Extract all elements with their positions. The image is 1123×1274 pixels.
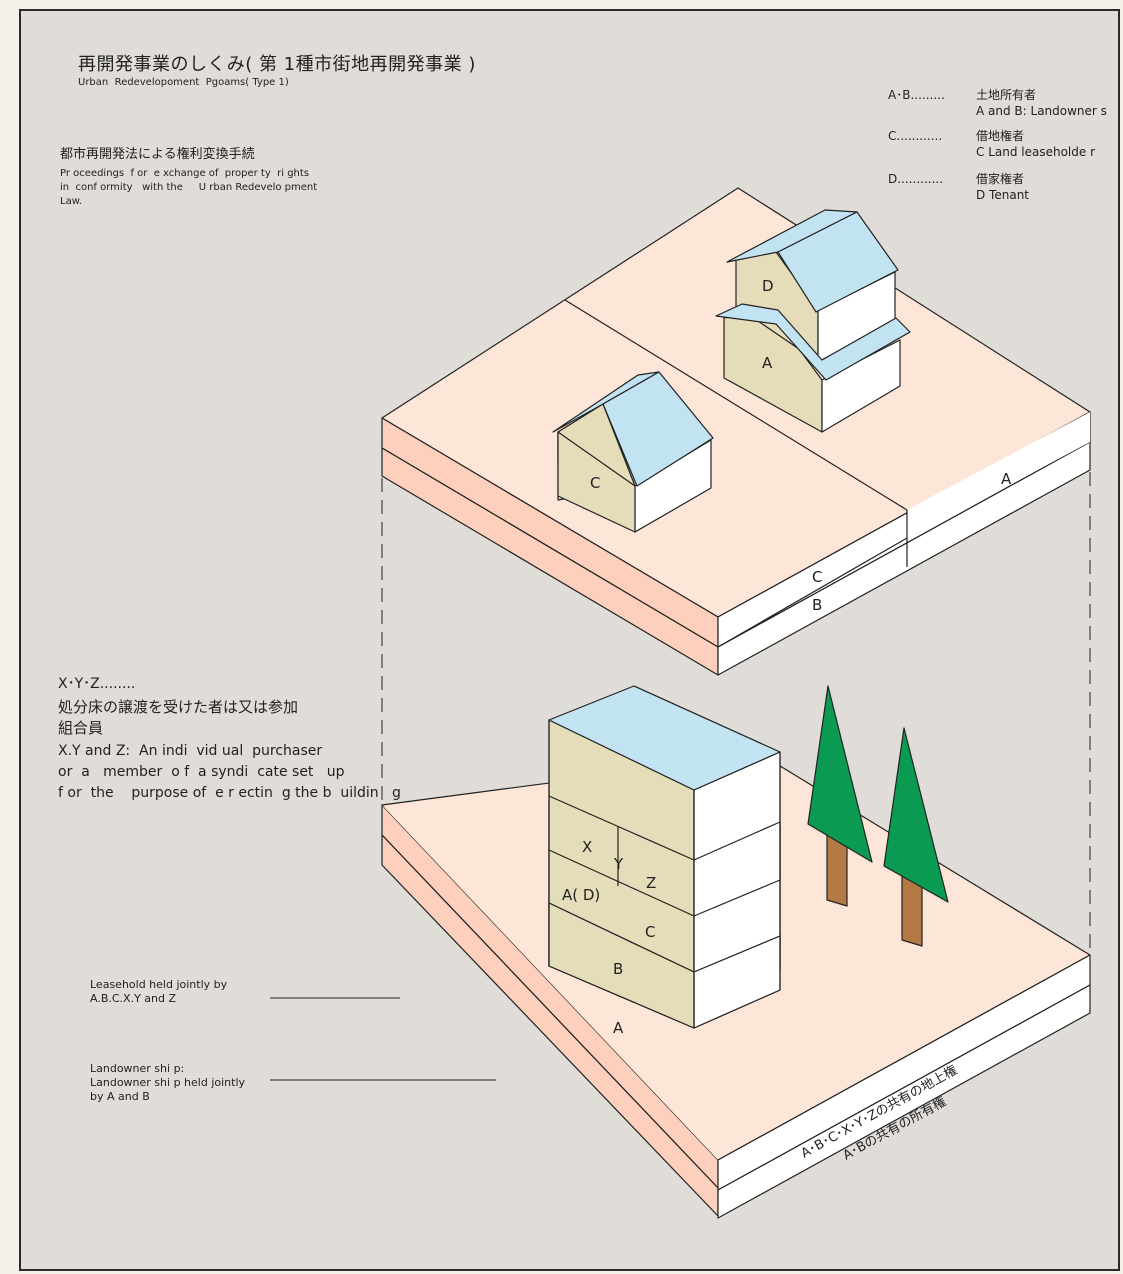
floor-a-label: A	[613, 1019, 624, 1037]
trees	[807, 685, 949, 947]
plot-divider-1	[564, 299, 908, 511]
house-d-label: D	[762, 277, 774, 295]
floor-ad-label: A( D)	[562, 886, 600, 904]
callout-land-2: Landowner shi p held jointly	[90, 1076, 246, 1089]
title-en: Urban Redevelopoment Pgoams( Type 1)	[78, 77, 289, 88]
callout-leasehold-2: A.B.C.X.Y and Z	[90, 992, 177, 1005]
xyz-en-1: X.Y and Z: An indi vid ual purchaser	[58, 743, 323, 759]
xyz-en-2: or a member o f a syndi cate set up	[58, 764, 345, 780]
floor-c-label: C	[645, 923, 655, 941]
legend-jp-c: 借地権者	[976, 129, 1025, 143]
house-c-label: C	[590, 474, 600, 492]
legend-jp-d: 借家権者	[976, 172, 1025, 186]
before-slab	[381, 187, 1091, 676]
house-ad	[715, 209, 911, 433]
legend-jp-ab: 土地所有者	[976, 88, 1037, 102]
floor-z-label: Z	[646, 874, 656, 892]
floor-b-label: B	[613, 960, 623, 978]
subtitle-en-2: in conf ormity with the U rban Redevelo …	[60, 182, 318, 193]
legend-key-d: D............	[888, 172, 944, 186]
title-jp: 再開発事業のしくみ( 第 1種市街地再開発事業 )	[78, 54, 476, 75]
house-c-roof-right	[602, 371, 714, 487]
legend-en-c: C Land leaseholde r	[976, 145, 1096, 159]
house-c	[552, 371, 714, 533]
after-slab-right-lower	[717, 984, 1091, 1219]
callout-land-3: by A and B	[90, 1090, 150, 1103]
legend-key-ab: A･B.........	[888, 88, 945, 102]
floor-y-label: Y	[613, 855, 624, 873]
legend-en-ab: A and B: Landowner s	[976, 104, 1107, 118]
legend-key-c: C............	[888, 129, 943, 143]
side-b-label: B	[812, 596, 822, 614]
callout-leasehold-1: Leasehold held jointly by	[90, 978, 228, 991]
tree-1-crown	[807, 685, 873, 863]
building	[548, 685, 781, 1029]
subtitle-jp: 都市再開発法による権利変換手続	[60, 147, 255, 162]
house-lower-side	[821, 339, 901, 433]
callout-land-1: Landowner shi p:	[90, 1062, 185, 1075]
house-top-roof-right	[777, 211, 899, 313]
subtitle-en-3: Law.	[60, 196, 83, 207]
plot-a-label: A	[1001, 470, 1012, 488]
xyz-key: X･Y･Z........	[58, 676, 136, 692]
house-a-label: A	[762, 354, 773, 372]
xyz-jp-1: 処分床の譲渡を受けた者は又は参加	[58, 698, 299, 716]
before-slab-right-lower	[717, 441, 1091, 676]
floor-x-label: X	[582, 838, 592, 856]
xyz-jp-2: 組合員	[58, 719, 104, 737]
side-c-label: C	[812, 568, 822, 586]
house-eave-roof	[715, 303, 911, 381]
legend-en-d: D Tenant	[976, 188, 1029, 202]
subtitle-en-1: Pr oceedings f or e xchange of proper ty…	[60, 168, 310, 179]
xyz-en-3: f or the purpose of e r ectin g the b ui…	[58, 785, 401, 801]
tree-2-crown	[883, 727, 949, 903]
guide-lines	[381, 472, 1091, 960]
before-slab-top	[381, 187, 1091, 618]
